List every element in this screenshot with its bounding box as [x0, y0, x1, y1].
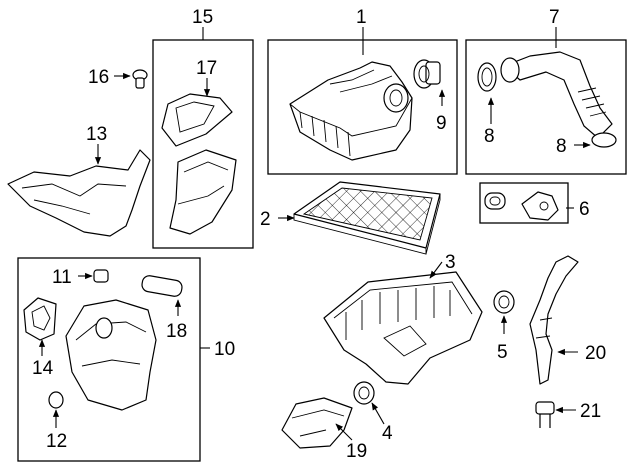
- side-grommet-part: [493, 290, 515, 314]
- callout-16: 16: [88, 67, 109, 88]
- resonator-part: [65, 299, 157, 411]
- callout-10: 10: [214, 339, 235, 360]
- air-filter-part: [293, 181, 441, 255]
- group-box-7: [465, 39, 627, 175]
- callout-8a: 8: [484, 126, 495, 147]
- callout-14: 14: [32, 358, 54, 379]
- callout-1: 1: [356, 7, 367, 28]
- callout-13: 13: [86, 124, 107, 145]
- callout-17: 17: [196, 58, 217, 79]
- callout-2: 2: [260, 209, 271, 230]
- grommet-part: [484, 191, 559, 221]
- callout-7: 7: [549, 7, 560, 28]
- callout-3: 3: [445, 252, 456, 273]
- push-pin-part: [132, 69, 148, 89]
- air-cleaner-housing-part: [323, 271, 483, 385]
- callout-6: 6: [579, 199, 590, 220]
- callout-21: 21: [580, 401, 601, 422]
- duct-insert-part: [281, 397, 353, 449]
- callout-5: 5: [497, 342, 508, 363]
- air-cleaner-cover-part: [289, 61, 413, 161]
- callout-11: 11: [52, 267, 72, 288]
- callout-20: 20: [585, 343, 606, 364]
- group-box-6: [479, 182, 569, 224]
- clamp-part: [477, 62, 617, 148]
- intake-duct-part: [7, 149, 151, 237]
- airflow-sensor-part: [413, 59, 441, 89]
- intake-tube-part: [500, 51, 613, 139]
- callout-12: 12: [46, 431, 67, 452]
- seal-part: [161, 93, 233, 147]
- lower-grommet-part: [353, 381, 375, 405]
- callout-18: 18: [166, 321, 187, 342]
- callout-9: 9: [436, 113, 447, 134]
- callout-19: 19: [346, 441, 367, 462]
- hose-clip-part: [535, 401, 555, 428]
- resonator-duct-part: [169, 149, 237, 235]
- cap-part: [93, 269, 109, 283]
- strip-seal-part: [141, 275, 183, 297]
- plug-part: [48, 391, 64, 409]
- callout-4: 4: [382, 423, 393, 444]
- resonator-seal-part: [23, 297, 57, 341]
- vent-hose-part: [529, 255, 579, 385]
- group-box-10: [17, 257, 201, 462]
- callout-15: 15: [192, 7, 213, 28]
- callout-8b: 8: [556, 136, 567, 157]
